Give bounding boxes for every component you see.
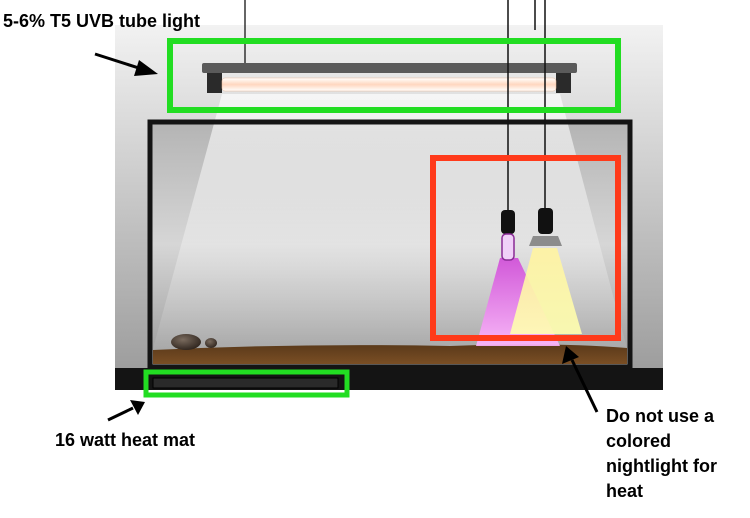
nightlight-warning-line: Do not use a <box>606 406 715 426</box>
nightlight-warning-line: colored <box>606 431 672 451</box>
arrow-to-heat-mat <box>107 400 145 422</box>
nightlight-warning-line: heat <box>606 481 644 501</box>
rock <box>171 334 201 350</box>
lamp-socket <box>501 210 515 234</box>
heat-lamp-warning-box <box>430 155 621 341</box>
substrate <box>153 344 627 364</box>
uvb-tube <box>221 77 557 92</box>
arrow-to-uvb <box>94 52 158 76</box>
nightlight-warning-line: nightlight for <box>606 456 717 476</box>
uvb-fixture-bar <box>202 63 577 73</box>
uvb-tube-label: 5-6% T5 UVB tube light <box>3 11 201 31</box>
arrow-to-nightlight <box>562 346 599 413</box>
tank-frame <box>147 119 633 370</box>
uvb-fixture-endcap <box>207 73 222 93</box>
nightlight-warning-label: Do not use a colored nightlight for heat <box>606 404 717 504</box>
heat-mat <box>152 377 339 389</box>
lamp-socket <box>538 208 553 234</box>
heat-mat-highlight-box <box>143 369 350 398</box>
heat-bulb-beam <box>510 248 582 334</box>
uvb-fixture-endcap <box>556 73 571 93</box>
heat-mat-label: 16 watt heat mat <box>55 430 196 450</box>
colored-nightlight-bulb <box>501 233 515 261</box>
heat-bulb <box>529 236 562 246</box>
rock <box>205 338 217 348</box>
uvb-highlight-box <box>167 38 621 113</box>
